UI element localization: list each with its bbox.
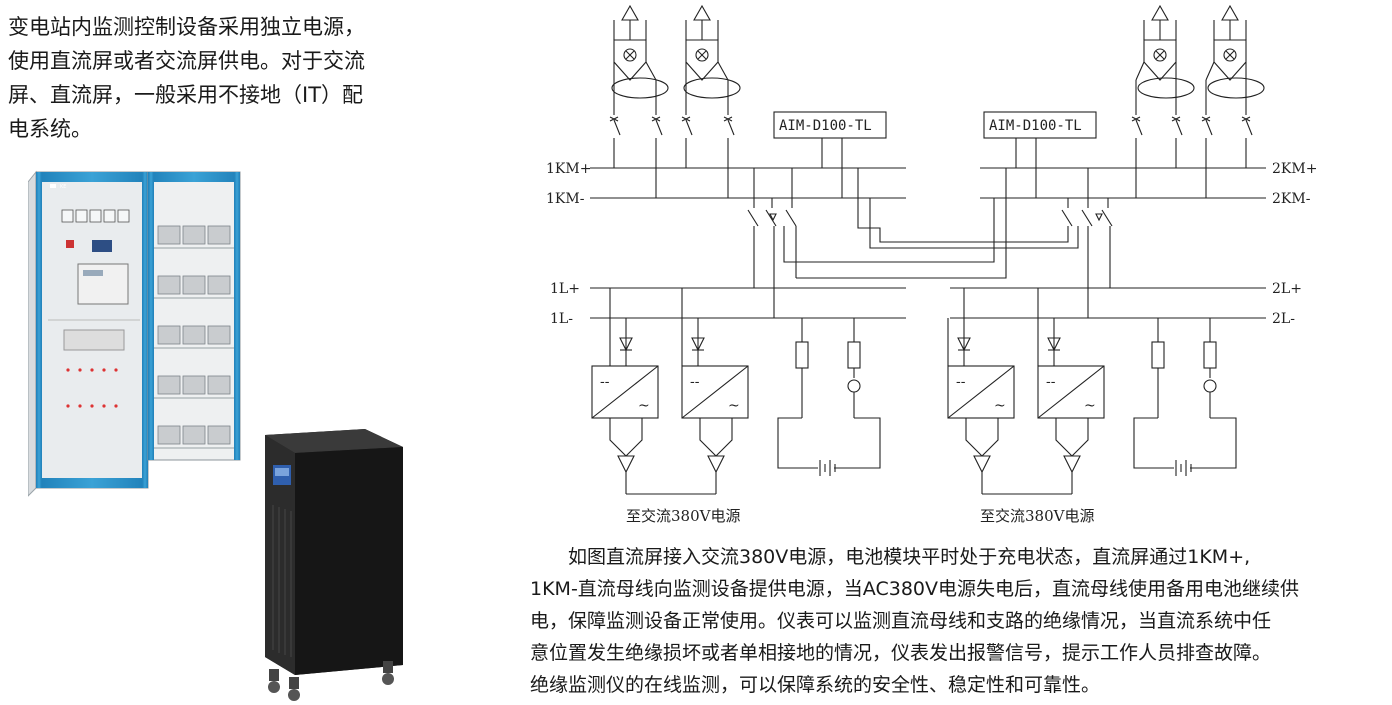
bus-label-1l-minus: 1L- xyxy=(550,311,573,327)
description-line: 电，保障监测设备正常使用。仪表可以监测直流母线和支路的绝缘情况，当直流系统中任 xyxy=(530,610,1272,632)
intro-line: 使用直流屏或者交流屏供电。对于交流 xyxy=(8,49,365,73)
rectifier-ac-symbol: ~ xyxy=(728,398,740,414)
insulation-monitoring-wiring-diagram: 1KM+ 1KM- 2KM+ 2KM- 1L+ 1L- 2L+ 2L- AIM-… xyxy=(546,4,1317,525)
device-label-right: AIM-D100-TL xyxy=(989,118,1082,134)
bus-label-2l-minus: 2L- xyxy=(1272,311,1295,327)
bus-label-1l-plus: 1L+ xyxy=(550,281,580,297)
description-line: 如图直流屏接入交流380V电源，电池模块平时处于充电状态，直流屏通过1KM+, xyxy=(568,546,1251,568)
bus-label-1km-minus: 1KM- xyxy=(546,191,585,207)
rectifier xyxy=(1037,365,1105,419)
rectifier-dc-symbol: -- xyxy=(690,374,700,390)
bus-label-2km-minus: 2KM- xyxy=(1272,191,1311,207)
ac-source-label-right: 至交流380V电源 xyxy=(980,507,1094,525)
intro-line: 屏、直流屏，一般采用不接地（IT）配 xyxy=(8,83,364,107)
rectifier xyxy=(947,365,1015,419)
fuse xyxy=(1203,341,1217,369)
description-line: 绝缘监测仪的在线监测，可以保障系统的安全性、稳定性和可靠性。 xyxy=(530,674,1101,696)
bus-label-2l-plus: 2L+ xyxy=(1272,281,1302,297)
rectifier xyxy=(681,365,749,419)
description-line: 1KM-直流母线向监测设备提供电源，当AC380V电源失电后，直流母线使用备用电… xyxy=(530,578,1299,600)
fuse xyxy=(847,341,861,369)
description-line: 意位置发生绝缘损坏或者单相接地的情况，仪表发出报警信号，提示工作人员排查故障。 xyxy=(530,642,1272,664)
rectifier-dc-symbol: -- xyxy=(600,374,610,390)
fuse xyxy=(795,341,809,369)
fuse xyxy=(1151,341,1165,369)
svg-text:KE: KE xyxy=(60,184,66,190)
intro-line: 电系统。 xyxy=(8,117,92,141)
device-label-left: AIM-D100-TL xyxy=(779,118,872,134)
bus-label-1km-plus: 1KM+ xyxy=(546,161,591,177)
rectifier-ac-symbol: ~ xyxy=(994,398,1006,414)
rectifier-dc-symbol: -- xyxy=(1046,374,1056,390)
intro-line: 变电站内监测控制设备采用独立电源， xyxy=(8,15,365,39)
rectifier xyxy=(591,365,659,419)
ac-source-label-left: 至交流380V电源 xyxy=(626,507,740,525)
aim-device-right xyxy=(983,111,1097,139)
intro-text: 变电站内监测控制设备采用独立电源， 使用直流屏或者交流屏供电。对于交流 屏、直流… xyxy=(8,10,438,146)
rectifier-ac-symbol: ~ xyxy=(638,398,650,414)
bus-label-2km-plus: 2KM+ xyxy=(1272,161,1317,177)
rectifier-ac-symbol: ~ xyxy=(1084,398,1096,414)
ups-tower-image xyxy=(265,429,403,701)
rectifier-dc-symbol: -- xyxy=(956,374,966,390)
description-text: 如图直流屏接入交流380V电源，电池模块平时处于充电状态，直流屏通过1KM+, … xyxy=(530,541,1390,701)
dc-panel-cabinet-image: KE xyxy=(28,170,241,497)
feeder-triangle xyxy=(621,4,639,21)
aim-device-left xyxy=(773,111,887,139)
